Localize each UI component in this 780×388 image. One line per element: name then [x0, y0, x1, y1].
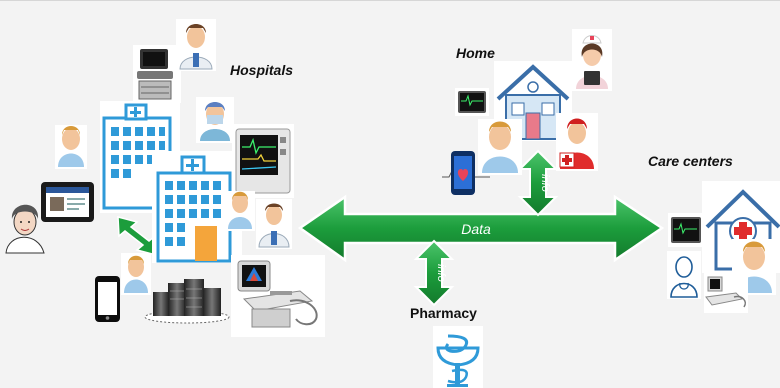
doctor-icon — [176, 19, 216, 71]
pharmacy-label: Pharmacy — [410, 305, 477, 321]
vital-signs-monitor-icon — [455, 88, 489, 116]
portable-ultrasound-icon — [704, 273, 748, 313]
data-arrow-label: Data — [461, 221, 491, 237]
info-arrow-pharmacy — [413, 239, 455, 307]
pharmacy-logo-icon — [433, 326, 483, 388]
patient-icon — [478, 119, 522, 175]
elderly-woman-icon — [5, 204, 45, 254]
tablet-icon — [41, 182, 94, 222]
info-home-label: info — [539, 174, 551, 192]
care-centers-label: Care centers — [648, 153, 733, 169]
ultrasound-machine-icon — [133, 45, 181, 103]
paramedic-icon — [556, 113, 598, 171]
surgeon-icon — [196, 97, 234, 143]
home-label: Home — [456, 45, 495, 61]
patient-icon — [55, 125, 87, 169]
doctor-icon — [256, 199, 292, 249]
data-arrow — [297, 194, 665, 263]
heart-app-phone-icon — [442, 151, 490, 195]
info-pharmacy-label: info — [435, 264, 447, 282]
doctor-icon — [667, 251, 701, 299]
portable-ultrasound-icon — [231, 255, 325, 337]
vital-signs-monitor-icon — [232, 124, 294, 198]
nurse-icon — [572, 29, 612, 91]
hospitals-label: Hospitals — [230, 62, 294, 78]
vital-signs-monitor-icon — [668, 213, 704, 247]
patient-icon — [225, 191, 255, 231]
info-arrow-home — [517, 149, 559, 217]
hospital-building-icon — [152, 151, 242, 263]
hospital-link-arrow — [117, 216, 157, 256]
server-cloud-icon — [144, 279, 230, 324]
patient-icon — [121, 253, 151, 295]
smartphone-icon — [95, 276, 120, 322]
